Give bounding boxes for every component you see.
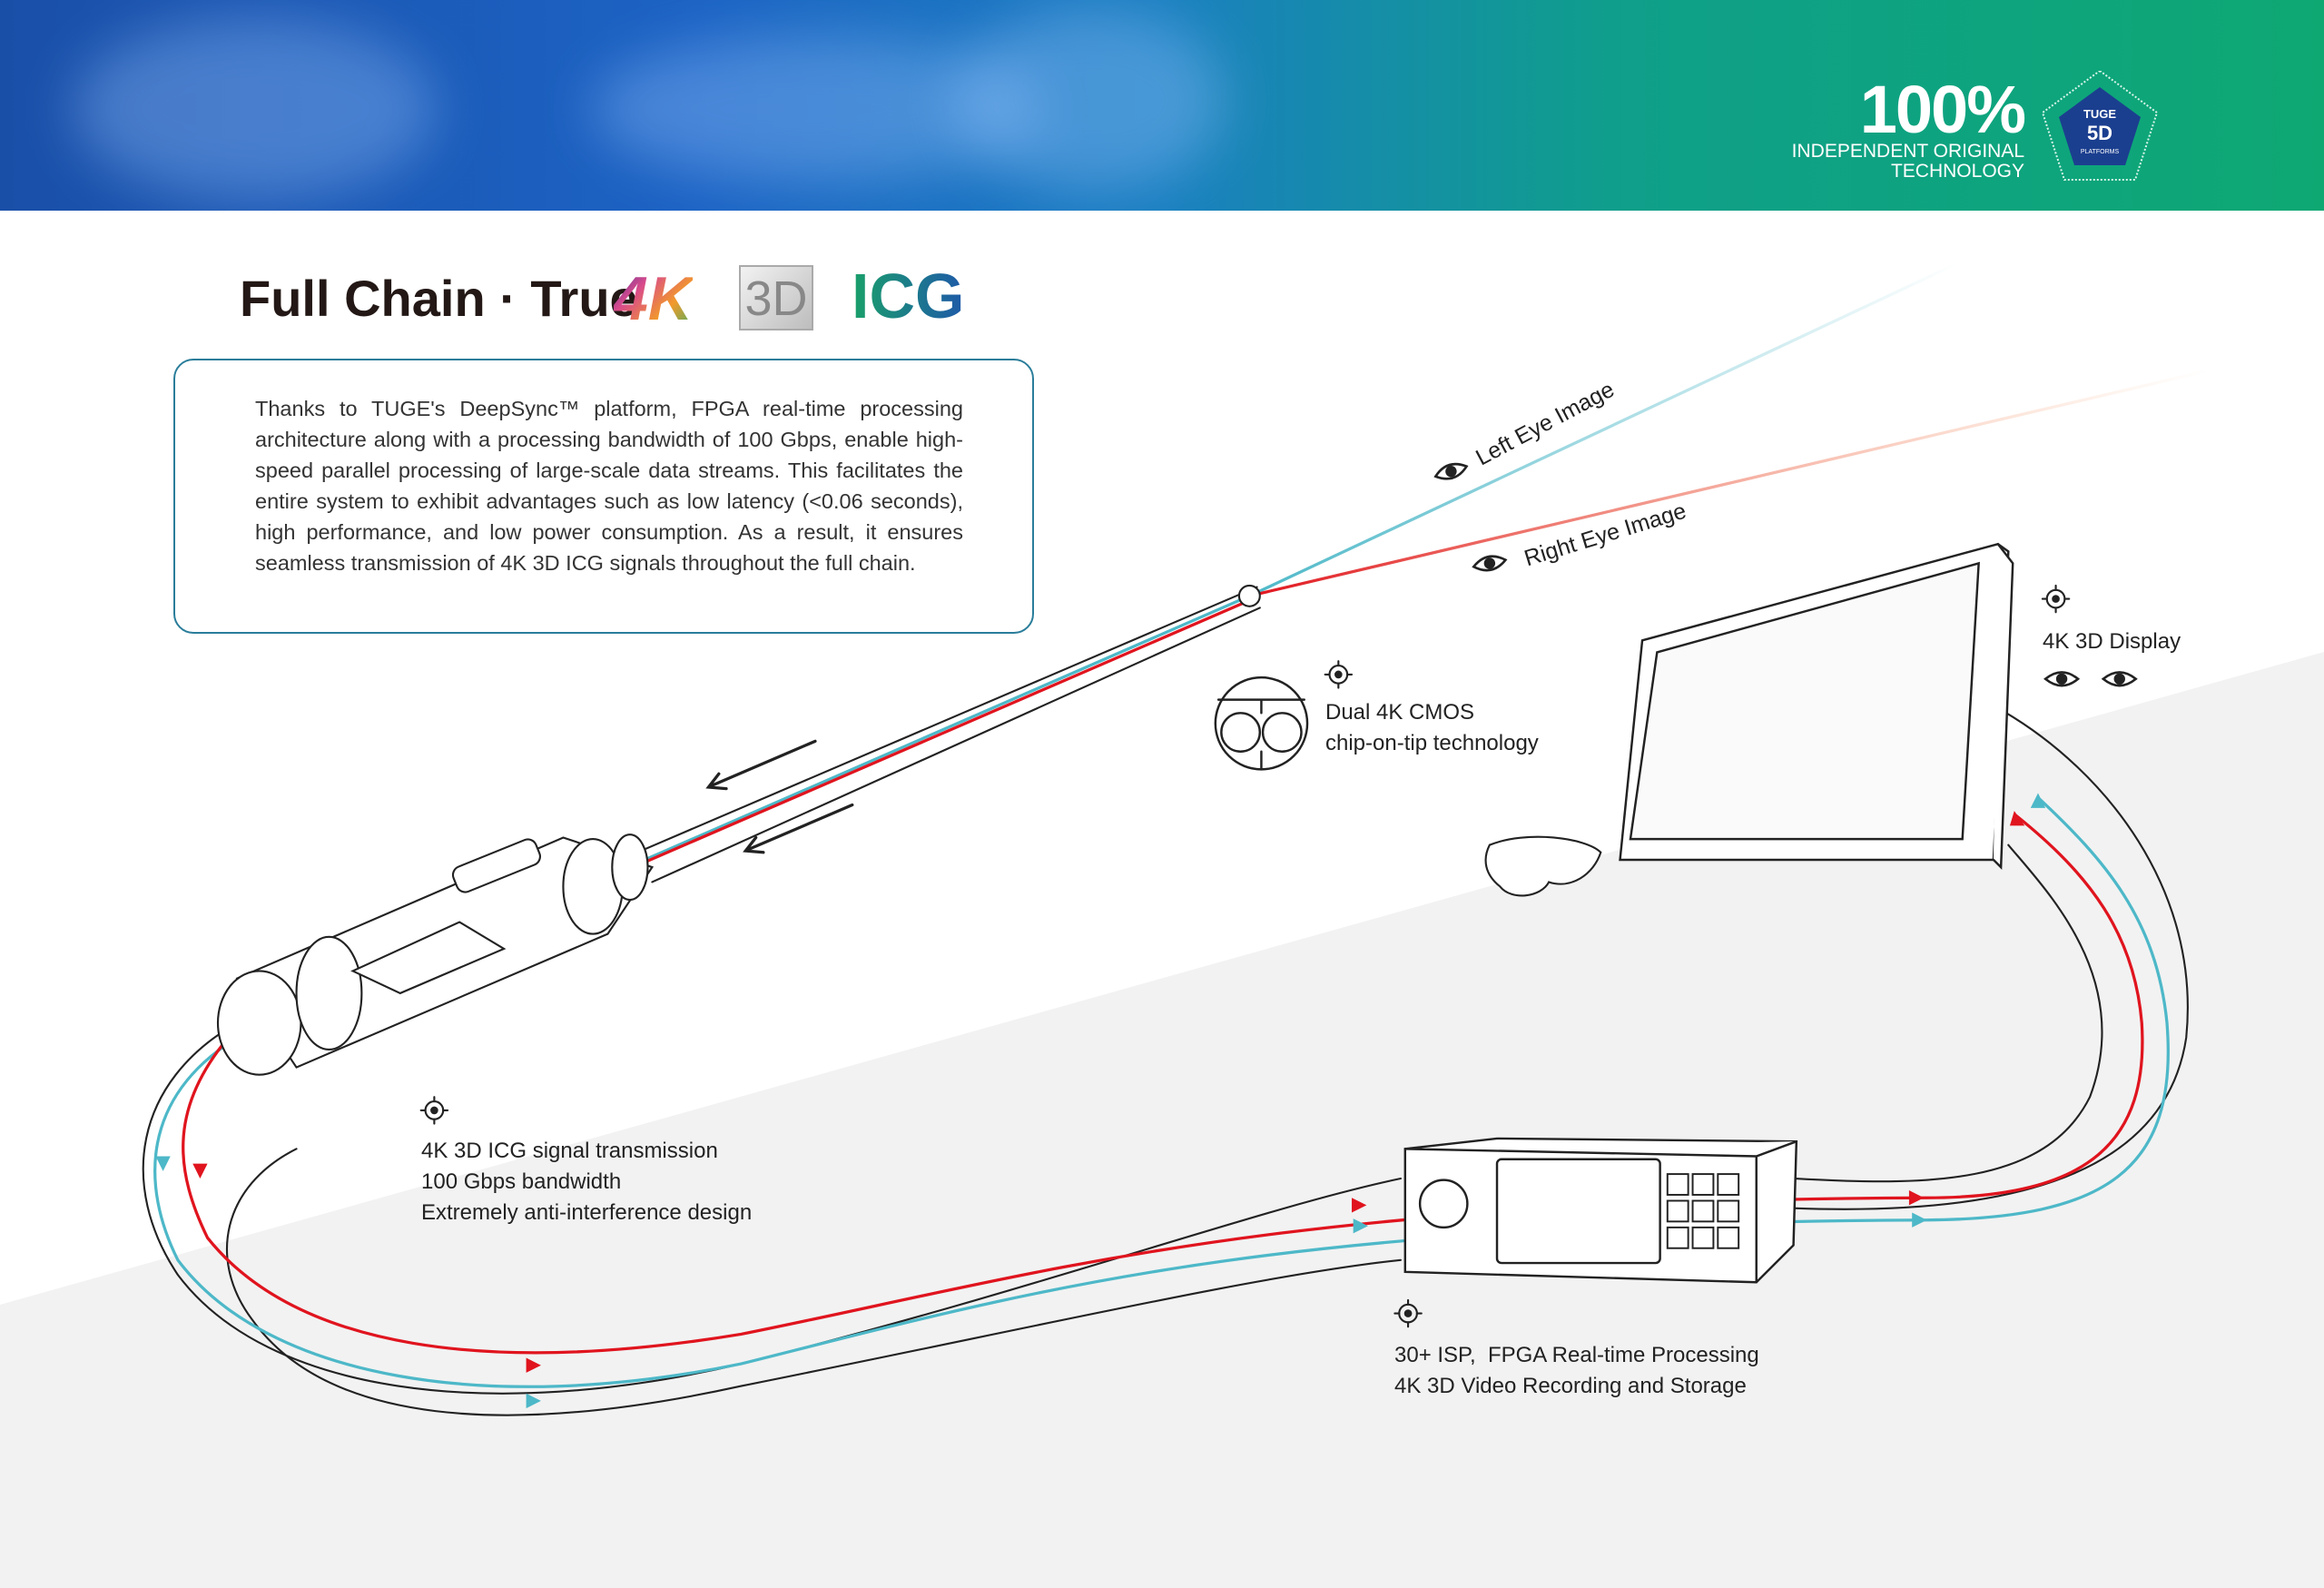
- direction-arrow: [743, 803, 854, 854]
- svg-text:TUGE: TUGE: [2083, 107, 2116, 121]
- eye-icon: [1472, 555, 1508, 572]
- description-box: Thanks to TUGE's DeepSync™ platform, FPG…: [173, 359, 1034, 634]
- endoscope: [216, 584, 1261, 1076]
- target-icon: [2041, 584, 2071, 614]
- svg-text:PLATFORMS: PLATFORMS: [2081, 149, 2120, 155]
- eye-icon: [2043, 671, 2081, 687]
- svg-text:5D: 5D: [2087, 122, 2112, 144]
- left-eye-beam: [1247, 261, 1958, 597]
- target-icon: [1393, 1298, 1423, 1328]
- tuge-5d-badge: TUGE 5D PLATFORMS: [2041, 71, 2159, 181]
- 3d-glasses: [1484, 835, 1602, 897]
- logo-icg: ICG: [852, 261, 965, 331]
- dual-cmos-icon: [1214, 676, 1309, 771]
- red-signal-line: [182, 598, 2144, 1355]
- display-feature-label: 4K 3D Display: [2043, 629, 2181, 654]
- eye-icon: [1433, 462, 1469, 480]
- logo-3d: 3D: [739, 265, 813, 330]
- blue-signal-line: [153, 594, 2170, 1388]
- target-icon: [1324, 660, 1354, 689]
- processor-unit: [1403, 1137, 1798, 1284]
- headline-percent: 100%: [1859, 72, 2026, 147]
- target-icon: [419, 1096, 449, 1125]
- description-text: Thanks to TUGE's DeepSync™ platform, FPG…: [255, 397, 963, 575]
- eye-icon: [2101, 671, 2138, 687]
- direction-arrow: [705, 739, 817, 791]
- monitor: [1619, 542, 2014, 870]
- page-title: Full Chain · True: [240, 270, 638, 327]
- right-eye-beam: [1247, 369, 2211, 597]
- logo-4k: 4K: [614, 264, 693, 333]
